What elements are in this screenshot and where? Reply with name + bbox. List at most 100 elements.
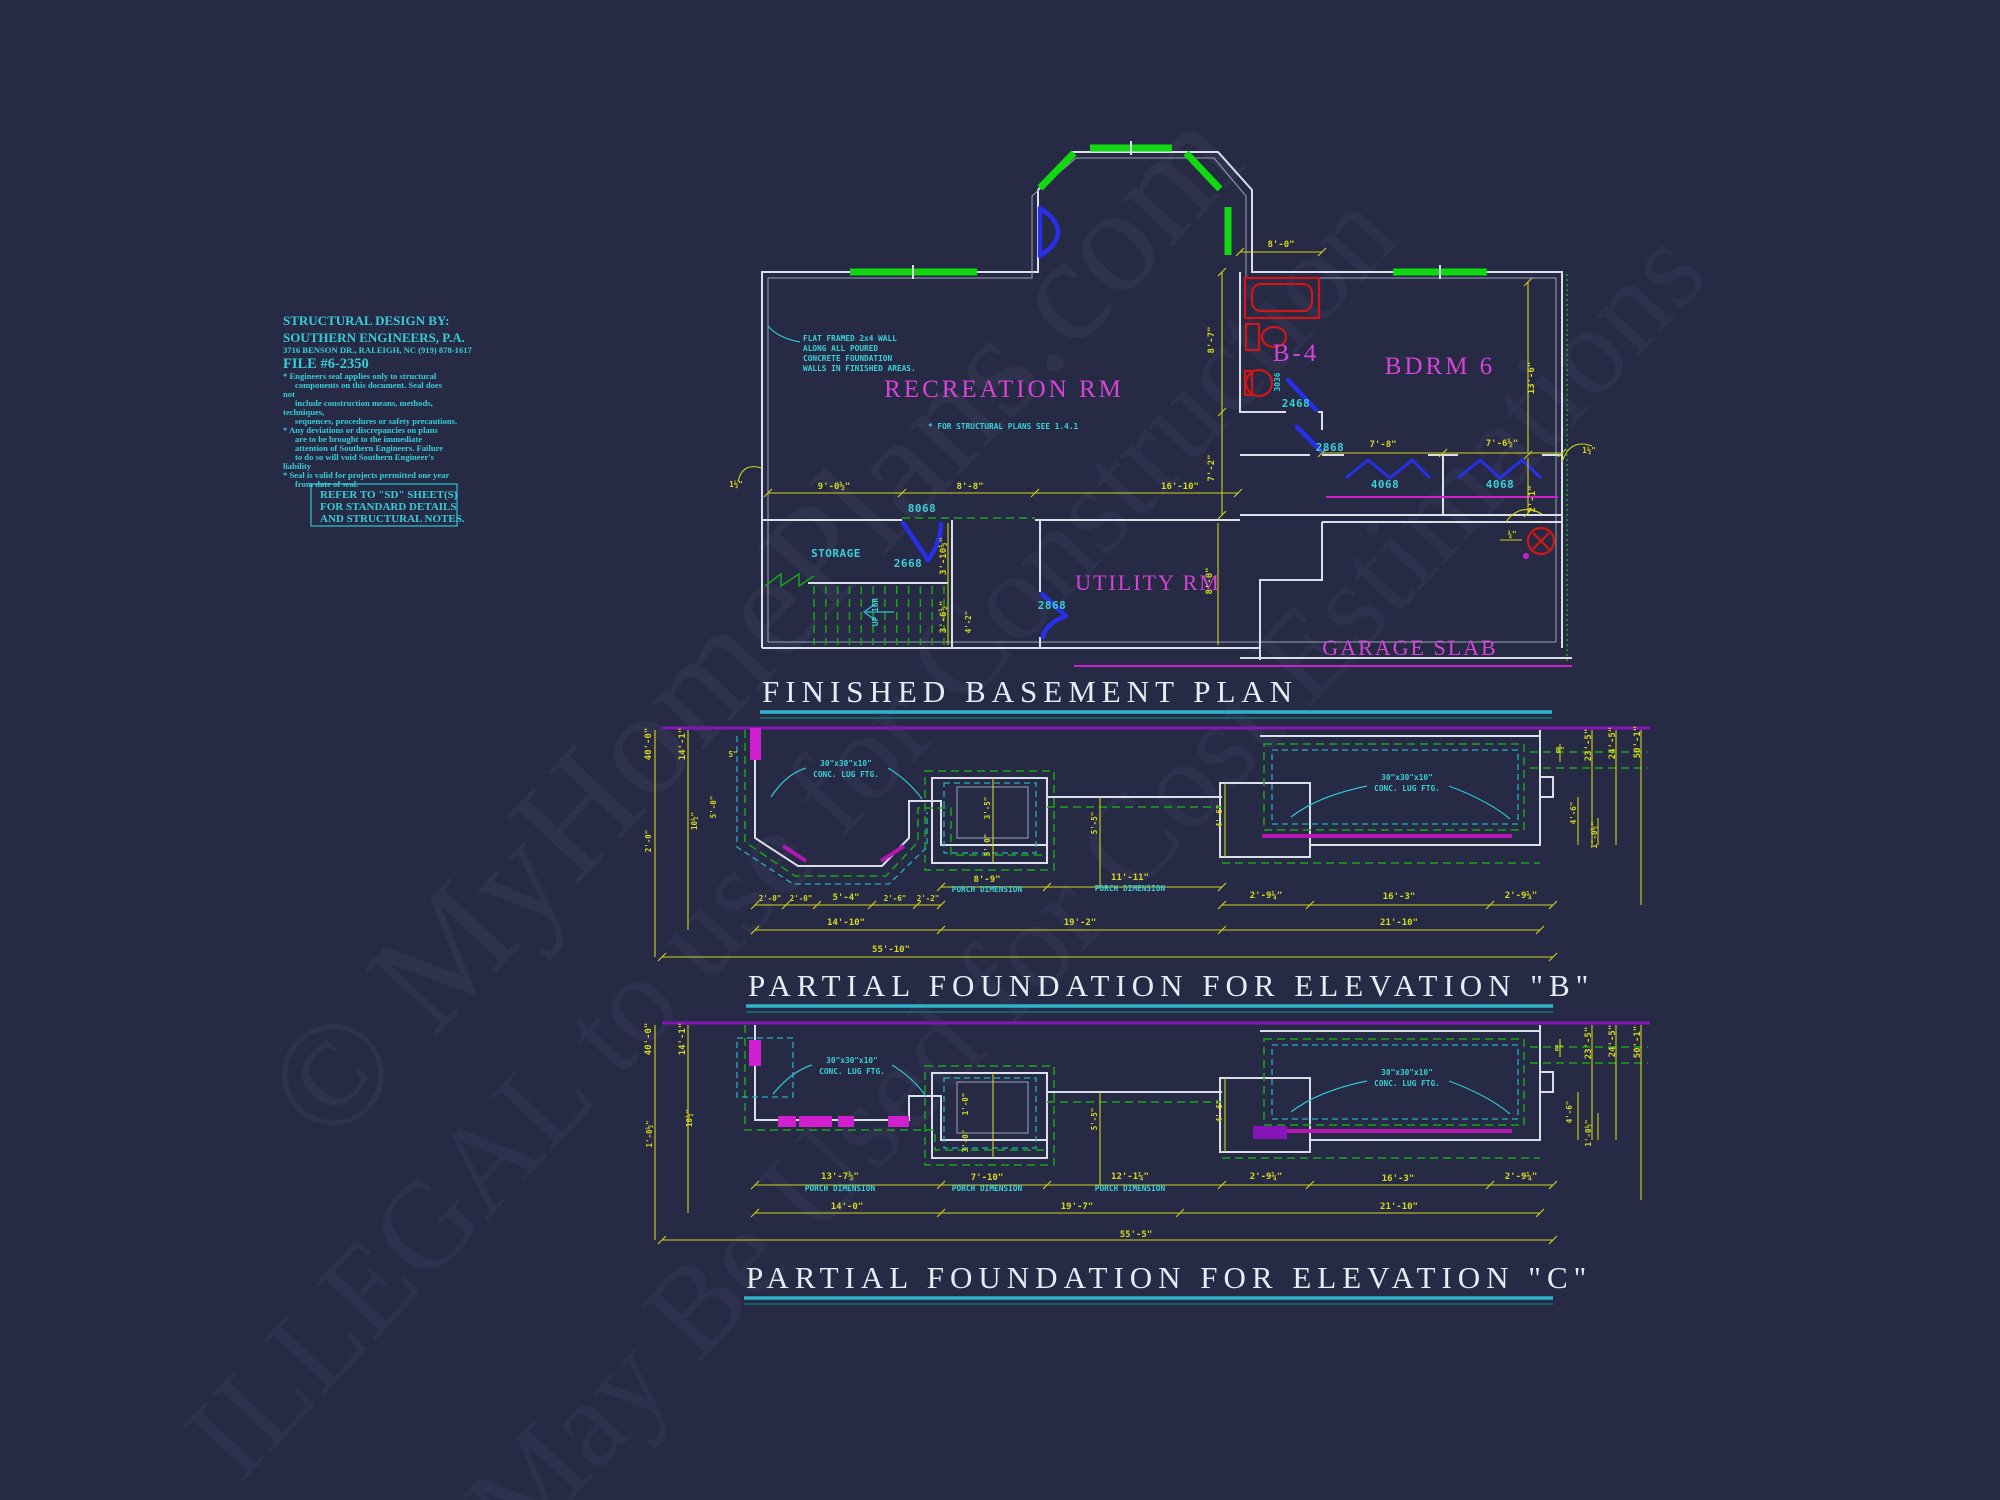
footing-dashed-line [736, 1037, 794, 1098]
room-label: B-4 [1273, 340, 1320, 367]
dimension-tick [1485, 900, 1495, 910]
dimension-tick [750, 925, 760, 935]
window-segment [1183, 150, 1223, 192]
dimension-label: 11'-11" [1111, 873, 1149, 883]
annotation-label: UP 16R [871, 598, 880, 626]
annotation-label: * FOR STRUCTURAL PLANS SEE 1.4.1 [928, 422, 1079, 431]
engineer-note: attention of Southern Engineers. Failure [295, 443, 443, 453]
dimension-label: 55'-5" [1120, 1230, 1153, 1240]
foundation_elevation_c: PARTIAL FOUNDATION FOR ELEVATION "C"30"x… [644, 1021, 1650, 1305]
dimension-label: 24'-5" [1608, 727, 1618, 760]
pier-block [778, 1116, 796, 1127]
dimension-tick [1305, 900, 1315, 910]
wall-line [931, 777, 1048, 864]
annotation-label: 3036 [1273, 372, 1282, 391]
plumbing-fixture [1250, 282, 1314, 313]
plumbing-fixture [1260, 325, 1288, 349]
dimension-label: 1'-0½" [1590, 821, 1599, 848]
engineer-note: SOUTHERN ENGINEERS, P.A. [283, 330, 465, 345]
dimension-line [1561, 443, 1593, 463]
window-segment [1037, 150, 1077, 191]
dimension-tick [1305, 1180, 1315, 1190]
dimension-tick [1548, 1180, 1558, 1190]
door-swing [1037, 205, 1061, 259]
wall-line [1310, 1025, 1541, 1141]
dimension-tick [1557, 448, 1567, 458]
dimension-label: 3'-6½" [938, 601, 949, 634]
annotation-label: PORCH DIMENSION [1095, 884, 1166, 893]
dimension-tick [1233, 488, 1243, 498]
engineer-note: * Engineers seal applies only to structu… [283, 371, 437, 381]
door-swing [1294, 424, 1325, 455]
dimension-label: 8'-9" [973, 875, 1000, 885]
door-swing [1039, 591, 1069, 619]
dimension-line [737, 466, 763, 483]
dimension-tick [1217, 900, 1227, 910]
dimension-tick [912, 900, 922, 910]
room-label: BDRM 6 [1385, 353, 1495, 380]
dimension-label: 1'-0½" [645, 1120, 654, 1147]
plumbing-fixture [1526, 526, 1556, 556]
dimension-label: 8'-0" [1205, 567, 1215, 594]
dimension-tick [1485, 1180, 1495, 1190]
dimension-tick [750, 1208, 760, 1218]
leader-line [310, 483, 458, 527]
engineer-note: FILE #6-2350 [283, 356, 369, 372]
dimension-tick [1042, 882, 1052, 892]
dimension-tick [1217, 925, 1227, 935]
dimension-line [1505, 508, 1543, 523]
size-label: 2468 [1282, 397, 1311, 410]
door-swing [1285, 377, 1319, 413]
annotation-label: PORCH DIMENSION [952, 1184, 1023, 1193]
dimension-label: 23'-5" [1584, 1027, 1594, 1060]
dimension-label: 8" [1555, 746, 1564, 755]
wall-line [1540, 1071, 1554, 1093]
dimension-tick [750, 1180, 760, 1190]
dimension-tick [781, 900, 791, 910]
engineer-note: * Any deviations or discrepancies on pla… [283, 425, 439, 435]
size-label: 2868 [1316, 441, 1345, 454]
dimension-label: 14'-0" [831, 1202, 864, 1212]
plan-title: FINISHED BASEMENT PLAN [762, 674, 1298, 709]
wall-line [1310, 730, 1541, 846]
dimension-label: 13'-6" [1527, 362, 1537, 395]
dimension-label: 5" [728, 750, 737, 759]
dimension-tick [763, 488, 773, 498]
footing-dashed-line [1271, 749, 1519, 825]
dimension-tick [1523, 450, 1533, 460]
footing-dashed-line [924, 770, 1055, 871]
dimension-label: 10½" [685, 1109, 694, 1127]
pier-block [1523, 553, 1529, 559]
engineer-note: * Seal is valid for projects permitted o… [283, 470, 449, 480]
dimension-tick [657, 1235, 667, 1245]
dimension-label: 8'-7" [1207, 326, 1217, 353]
pier-block [749, 1040, 761, 1066]
footing-dashed-line [1271, 1044, 1519, 1120]
annotation-label: CONC. LUG FTG. [1374, 1079, 1440, 1088]
wall-line [1540, 776, 1554, 798]
annotation-label: 30"x30"x10" [826, 1056, 878, 1065]
dimension-tick [1438, 448, 1448, 458]
dimension-tick [1235, 247, 1245, 257]
engineer-note: STRUCTURAL DESIGN BY: [283, 313, 449, 328]
dimension-label: 55'-10" [872, 945, 910, 955]
dimension-label: 50'-1" [1633, 726, 1643, 759]
dimension-label: 8'-8" [956, 482, 983, 492]
dimension-label: 12'-1¼" [1111, 1172, 1149, 1182]
dimension-tick [1535, 1208, 1545, 1218]
dimension-label: 4'-6" [1215, 1100, 1224, 1123]
dimension-label: 21'-10" [1380, 1202, 1418, 1212]
dimension-label: 14'-1" [678, 1023, 688, 1056]
note-box-line: FOR STANDARD DETAILS [320, 501, 457, 513]
leader-line [767, 325, 801, 343]
annotation-label: CONC. LUG FTG. [813, 770, 879, 779]
footing-dashed-line [744, 730, 1047, 877]
room-label: UTILITY RM [1075, 570, 1221, 595]
door-swing [925, 521, 944, 563]
dimension-label: 16'-3" [1383, 892, 1416, 902]
leader-line [1448, 785, 1511, 820]
engineer-note: are to be brought to the immediate [295, 434, 422, 444]
dimension-label: 7'-10" [971, 1173, 1004, 1183]
